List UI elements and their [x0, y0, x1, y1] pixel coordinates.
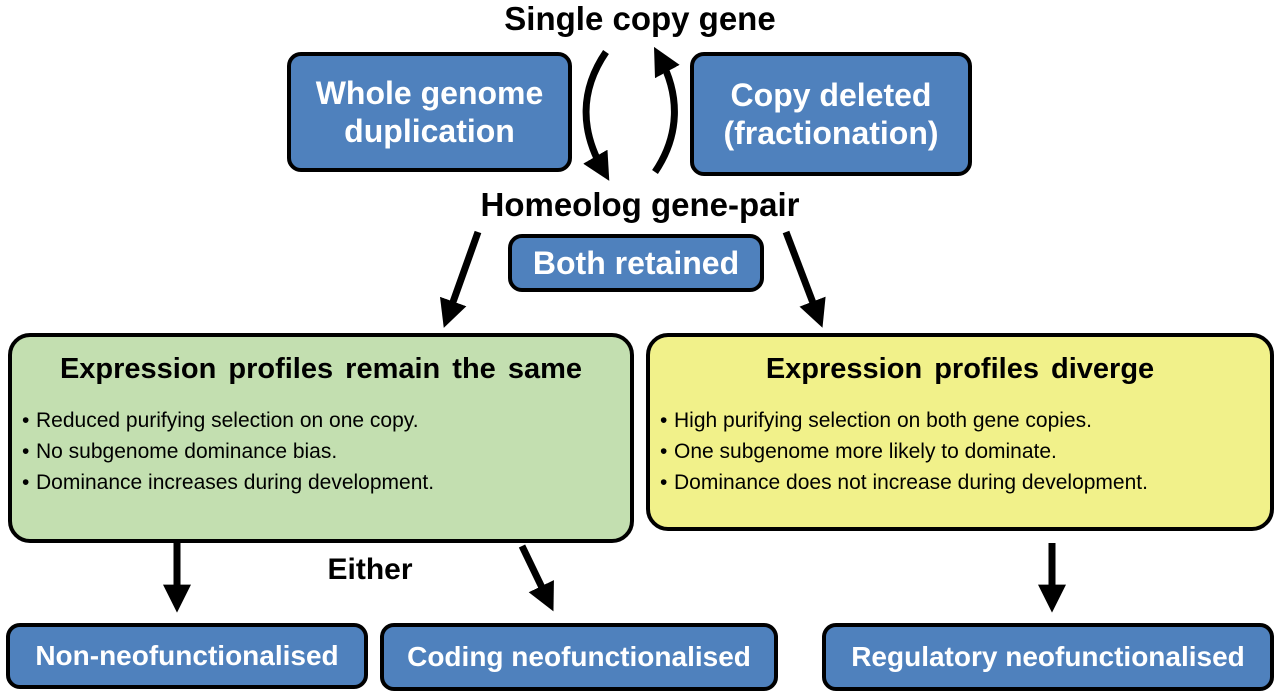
arrow-to-coding-neo	[518, 544, 554, 612]
whole-genome-line1: Whole genome	[315, 75, 544, 111]
same-expression-bullets: •Reduced purifying selection on one copy…	[22, 405, 434, 498]
bullet-item: •Reduced purifying selection on one copy…	[22, 409, 419, 432]
arrow-to-same-expression	[439, 230, 482, 328]
arrow-fractionation	[652, 46, 680, 174]
single-copy-gene-label: Single copy gene	[504, 0, 776, 37]
divergent-expression-panel: Expression profiles diverge •High purify…	[646, 333, 1274, 531]
regulatory-neofunctionalised-box: Regulatory neofunctionalised	[822, 623, 1274, 691]
regulatory-neo-label: Regulatory neofunctionalised	[851, 641, 1245, 672]
copy-deleted-box: Copy deleted (fractionation)	[690, 52, 972, 176]
bullet-item: •One subgenome more likely to dominate.	[660, 440, 1057, 463]
bullet-item: •Dominance does not increase during deve…	[660, 471, 1148, 494]
either-label: Either	[327, 553, 413, 586]
bullet-item: •High purifying selection on both gene c…	[660, 409, 1092, 432]
homeolog-gene-pair-label: Homeolog gene-pair	[480, 186, 800, 223]
divergent-expression-bullets: •High purifying selection on both gene c…	[660, 405, 1148, 498]
non-neo-label: Non-neofunctionalised	[35, 640, 339, 671]
coding-neo-label: Coding neofunctionalised	[407, 641, 751, 672]
whole-genome-duplication-box: Whole genome duplication	[287, 52, 572, 172]
copy-deleted-line2: (fractionation)	[723, 115, 939, 151]
arrow-duplication	[582, 50, 610, 181]
same-expression-panel: Expression profiles remain the same •Red…	[8, 333, 634, 543]
both-retained-label: Both retained	[532, 245, 740, 281]
divergent-expression-title: Expression profiles diverge	[765, 353, 1155, 385]
non-neofunctionalised-box: Non-neofunctionalised	[6, 623, 368, 689]
both-retained-box: Both retained	[508, 234, 764, 292]
same-expression-title: Expression profiles remain the same	[59, 353, 583, 385]
whole-genome-line2: duplication	[344, 113, 515, 149]
copy-deleted-line1: Copy deleted	[730, 77, 932, 113]
bullet-item: •No subgenome dominance bias.	[22, 440, 338, 463]
arrow-to-divergent-expression	[782, 230, 826, 328]
coding-neofunctionalised-box: Coding neofunctionalised	[380, 623, 778, 691]
bullet-item: •Dominance increases during development.	[22, 471, 435, 494]
